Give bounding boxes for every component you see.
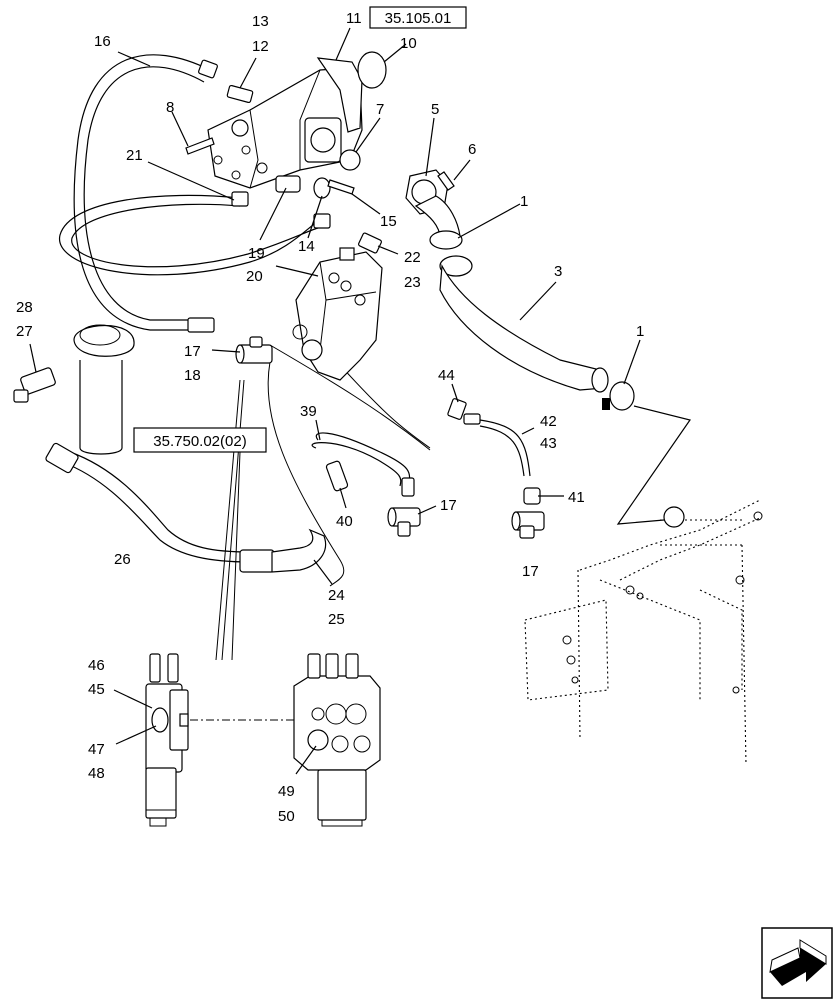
tube-42 [479,419,531,477]
callout-41: 41 [568,489,585,506]
callout-labels: 16 13 12 11 10 8 7 5 6 21 1 15 19 14 22 … [16,10,644,825]
tee-fitting-17-middle [387,507,421,537]
hose-16 [73,54,211,331]
callout-11: 11 [346,10,362,27]
navigation-arrow-button[interactable] [761,927,833,999]
o-ring-10 [357,51,387,89]
leader-lines [29,27,641,775]
callout-18: 18 [184,367,201,384]
callout-24: 24 [328,587,345,604]
bolt-15 [327,179,355,195]
control-valve-20 [292,247,383,381]
fitting-22 [358,232,382,254]
callout-17-middle: 17 [440,497,457,514]
callout-45: 45 [88,681,105,698]
callout-12: 12 [252,38,269,55]
callout-46: 46 [88,657,105,674]
hose-21 [59,194,321,276]
callout-42: 42 [540,413,557,430]
callout-15: 15 [380,213,397,230]
hose-26 [61,461,251,563]
flange-elbow-5 [405,169,461,239]
callout-8: 8 [166,99,174,116]
callout-17-right: 17 [522,563,539,580]
tractor-frame [524,499,763,766]
callout-25: 25 [328,611,345,628]
callout-20: 20 [246,268,263,285]
o-ring-7 [339,149,361,171]
callout-17-upper: 17 [184,343,201,360]
callout-1-upper: 1 [520,193,528,210]
callout-3: 3 [554,263,562,280]
callout-26: 26 [114,551,131,568]
callout-40: 40 [336,513,353,530]
elbow-fitting-24 [271,528,327,573]
bolt-6 [437,171,455,191]
callout-27: 27 [16,323,33,340]
tube-39 [315,432,411,487]
fitting-12 [226,84,254,104]
callout-43: 43 [540,435,557,452]
fitting-41 [523,487,541,505]
callout-6: 6 [468,141,476,158]
fitting-27 [13,367,56,403]
hydraulic-pump [207,57,363,189]
callout-13: 13 [252,13,269,30]
valve-front-view [293,653,381,827]
reference-box-pump[interactable]: 35.105.01 [369,6,467,29]
reference-label-filter: 35.750.02(02) [153,433,246,450]
callout-47: 47 [88,741,105,758]
elbow-fitting-44 [447,398,467,420]
callout-49: 49 [278,783,295,800]
callout-14: 14 [298,238,315,255]
callout-16: 16 [94,33,111,50]
callout-48: 48 [88,765,105,782]
hydraulic-filter [73,324,135,455]
bolt-8 [185,137,215,155]
valve-side-view [145,653,189,827]
tee-fitting-17-right [511,511,545,539]
reference-box-filter[interactable]: 35.750.02(02) [133,427,267,453]
callout-28: 28 [16,299,33,316]
callout-21: 21 [126,147,143,164]
tee-fitting-17-upper [235,336,273,364]
callout-1-lower: 1 [636,323,644,340]
callout-23: 23 [404,274,421,291]
hose-3 [439,263,605,391]
fitting-19 [275,175,301,193]
callout-7: 7 [376,101,384,118]
reference-label-pump: 35.105.01 [385,10,452,27]
hose-clamp-lower [609,381,635,411]
callout-5: 5 [431,101,439,118]
callout-22: 22 [404,249,421,266]
callout-39: 39 [300,403,317,420]
callout-19: 19 [248,245,265,262]
arrow-icon [769,939,827,986]
callout-44: 44 [438,367,455,384]
hose-clamp-upper [429,230,463,250]
callout-10: 10 [400,35,417,52]
fitting-40 [325,460,349,492]
callout-50: 50 [278,808,295,825]
